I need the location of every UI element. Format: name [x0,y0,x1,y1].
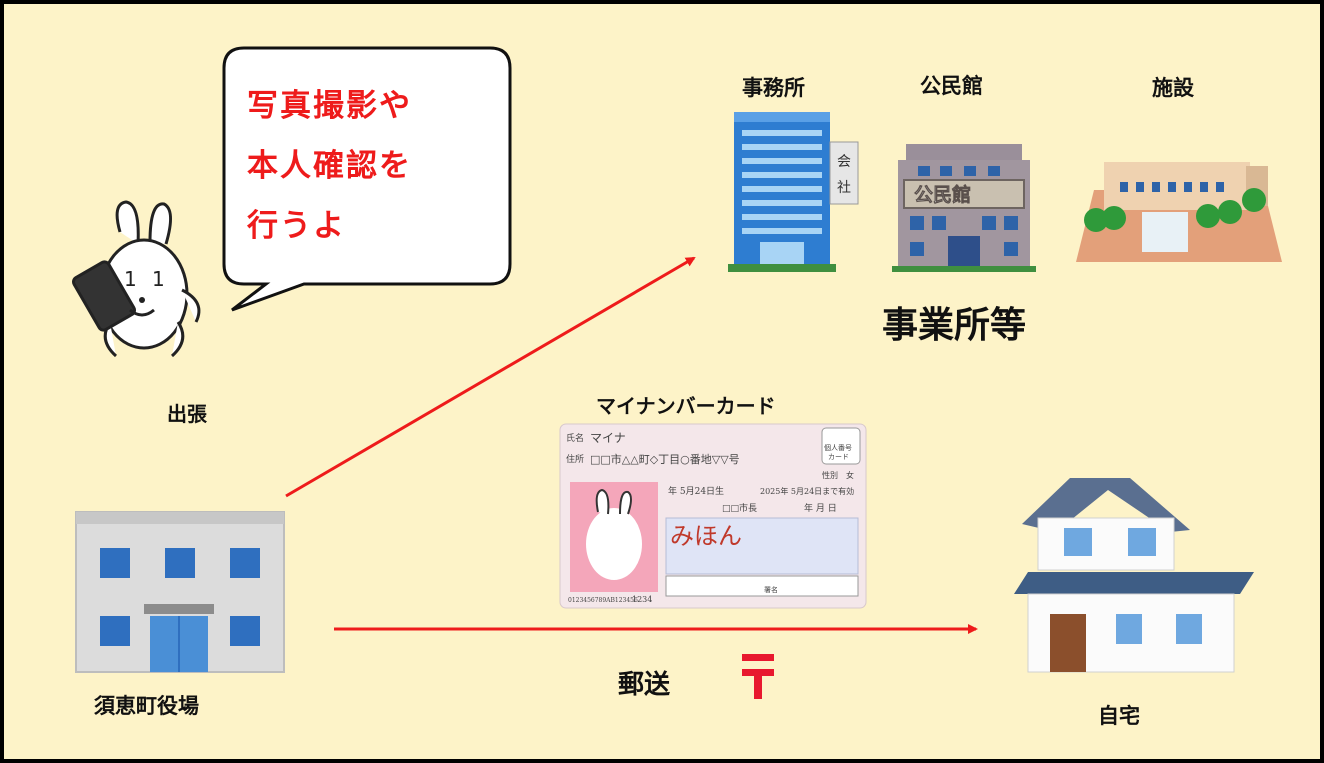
community-center-sign: 公民館 [914,183,971,206]
office-building-icon [728,112,859,272]
card-sign-label: 署名 [764,585,778,594]
town-hall-label: 須恵町役場 [94,694,199,718]
card-label: マイナンバーカード [596,394,776,418]
card-name: マイナ [590,431,626,445]
card-expiry: 2025年 5月24日まで有効 [760,486,854,496]
bubble-line-1: 写真撮影や [247,88,412,124]
house-icon [1014,478,1254,673]
town-hall-icon [75,511,285,673]
company-sign-2: 社 [837,180,851,196]
postal-mark-icon [742,654,774,699]
community-center-icon [892,144,1036,272]
arrow-to-facilities [285,256,696,498]
card-number: 0123456789AB123456 [568,597,638,604]
card-date: 年 月 日 [804,502,837,514]
card-sample: みほん [670,522,742,550]
mascot-icon: 1 1 [72,200,201,358]
card-address-label: 住所 [566,453,584,465]
card-text: 氏名 マイナ 住所 □□市△△町◇丁目○番地▽▽号 個人番号 カード 性別 女 … [566,431,854,604]
svg-text:1: 1 [124,267,137,291]
bubble-line-3: 行うよ [247,208,346,244]
my-number-card [559,423,867,609]
facility-icon [1076,162,1282,262]
card-sex-label: 性別 [822,470,838,480]
card-address: □□市△△町◇丁目○番地▽▽号 [590,452,740,466]
office-label: 事務所 [742,76,805,100]
community-center-label: 公民館 [920,74,983,98]
facility-label: 施設 [1152,76,1194,100]
illustration-layer: 1 1 [72,46,1282,699]
group-label: 事業所等 [882,305,1027,346]
home-label: 自宅 [1098,704,1140,728]
card-badge-2: カード [828,453,849,461]
company-sign-1: 会 [837,154,851,170]
card-birth: 年 5月24日生 [668,485,724,497]
mail-label: 郵送 [618,670,671,700]
card-name-label: 氏名 [566,432,584,444]
card-badge-1: 個人番号 [824,443,852,452]
mascot-label: 出張 [167,402,207,426]
bubble-line-2: 本人確認を [247,148,412,184]
card-code: 1234 [632,595,652,604]
svg-text:1: 1 [152,267,165,291]
card-sex: 女 [846,470,854,480]
speech-bubble [222,46,512,312]
card-issuer: □□市長 [722,502,757,514]
